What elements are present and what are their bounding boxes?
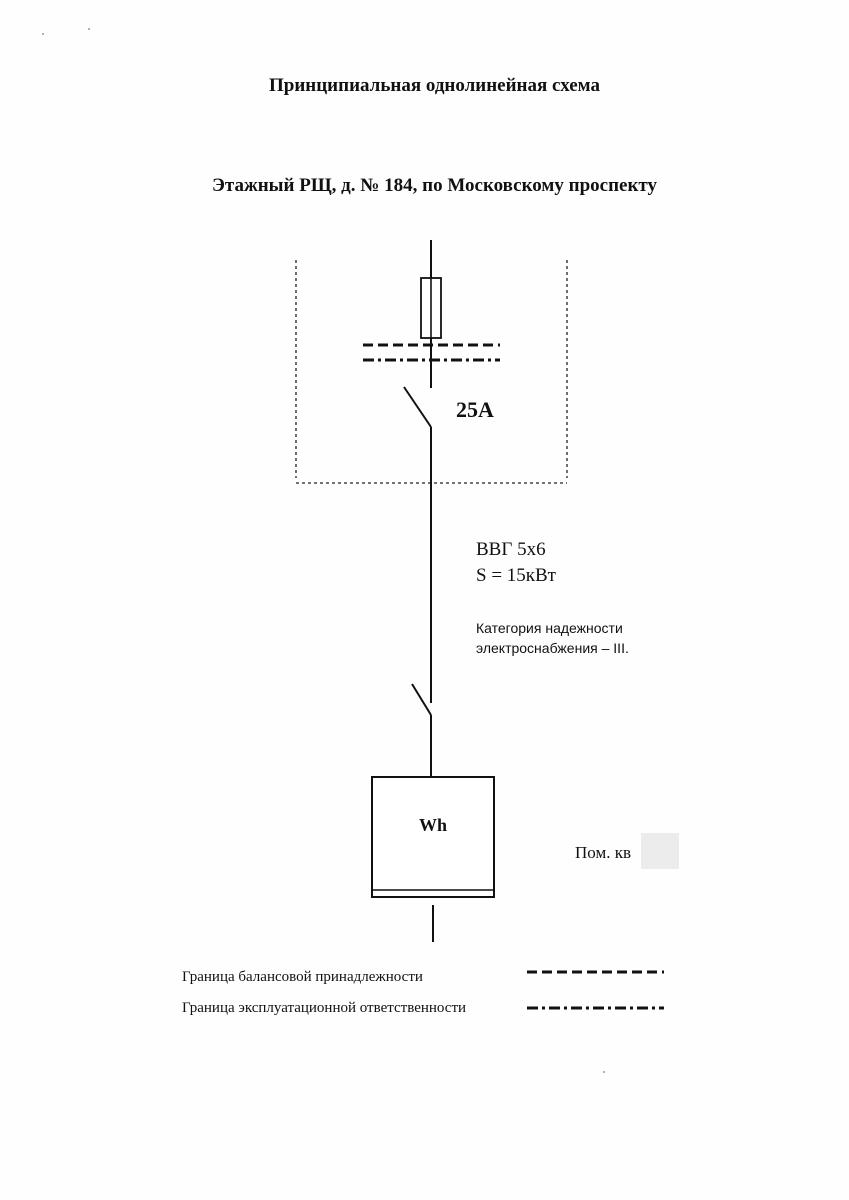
meter-symbol-label: Wh: [418, 815, 447, 835]
reliability-category-value: электроснабжения – III.: [476, 640, 629, 656]
cable-type-label: ВВГ 5х6: [476, 539, 546, 560]
cabinet-enclosure: [295, 260, 568, 484]
legend-operation-text: Граница эксплуатационной ответственности: [182, 1000, 467, 1016]
breaker-rating-label: 25А: [456, 397, 494, 422]
energy-meter-symbol: [371, 776, 495, 898]
circuit-breaker-symbol: [403, 386, 432, 703]
scan-speck: [42, 33, 44, 35]
page-title: Принципиальная однолинейная схема: [268, 75, 600, 96]
scan-speck: [603, 1071, 605, 1073]
cable-power-label: S = 15кВт: [476, 565, 556, 586]
page-subtitle: Этажный РЩ, д. № 184, по Московскому про…: [212, 175, 657, 196]
reliability-category-label: Категория надежности: [476, 620, 623, 636]
redacted-area: [641, 833, 679, 869]
scan-speck: [88, 28, 90, 30]
apartment-switch-symbol: [411, 683, 432, 777]
room-label: Пом. кв: [575, 843, 631, 862]
legend-balance-text: Граница балансовой принадлежности: [182, 969, 423, 985]
